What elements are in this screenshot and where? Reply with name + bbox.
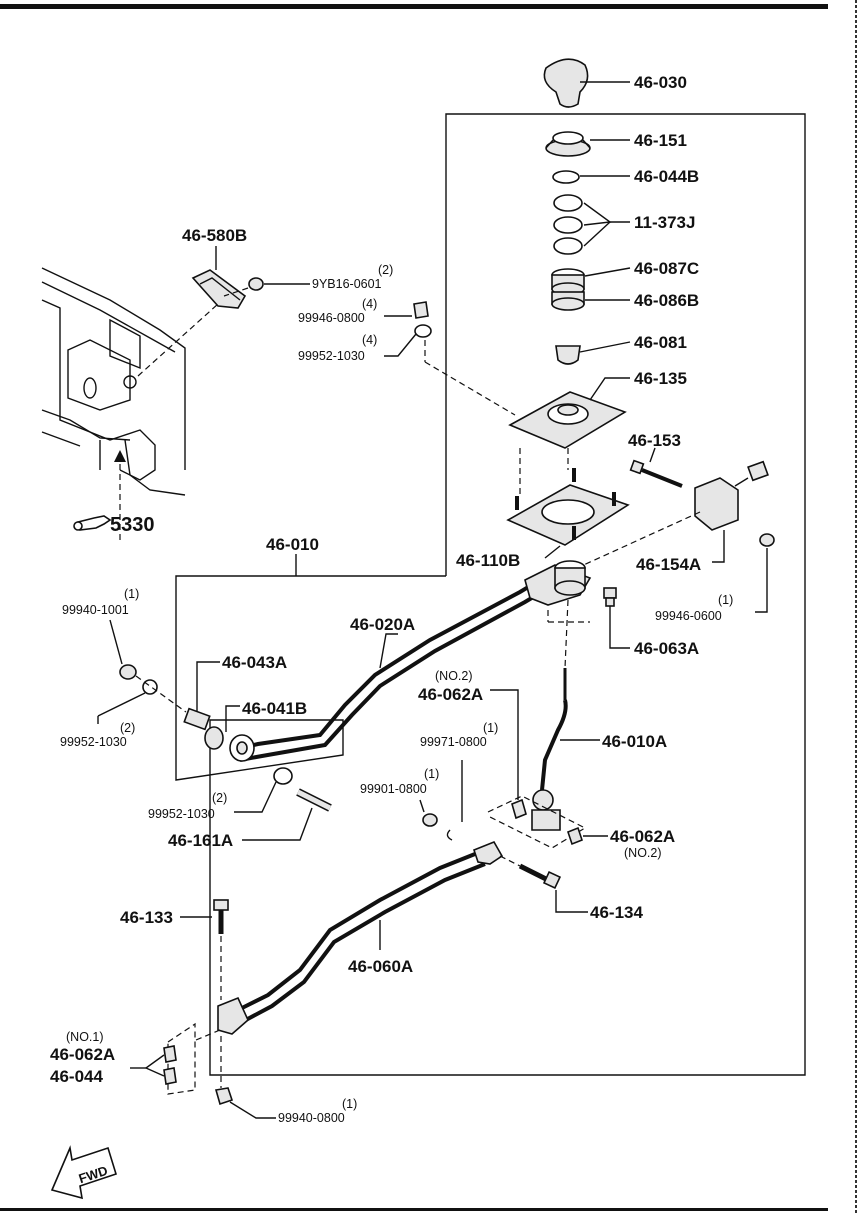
- bush-46-062a-no2-right: [567, 826, 583, 846]
- label-46-063a: 46-063A: [634, 639, 699, 658]
- label-46-010: 46-010: [266, 535, 319, 554]
- ref-5330: 5330: [110, 514, 155, 536]
- label-99971-0800: 99971-0800: [420, 735, 487, 749]
- label-9yb16-0601: 9YB16-0601: [312, 277, 382, 291]
- label-46-134: 46-134: [590, 903, 643, 922]
- label-46-044b: 46-044B: [634, 167, 699, 186]
- assembly-boundary-46-010: [175, 113, 806, 1076]
- nut-99901-0800: [422, 813, 438, 827]
- top-border-bar: [0, 4, 828, 9]
- no2-right: (NO.2): [624, 846, 662, 860]
- bracket-46-154a: [694, 460, 769, 531]
- qty-99952-1030-left: (2): [120, 721, 135, 735]
- lever-46-020a: [239, 560, 592, 762]
- boot-46-151: [545, 131, 591, 157]
- label-11-373j: 11-373J: [634, 213, 695, 232]
- label-46-062a-no2-right: 46-062A: [610, 827, 675, 846]
- bush-46-062a-no2-top: [511, 798, 527, 820]
- label-46-062a-no1: 46-062A: [50, 1045, 115, 1064]
- label-46-110b: 46-110B: [456, 551, 520, 570]
- label-99952-1030-mid: 99952-1030: [148, 807, 215, 821]
- no1: (NO.1): [66, 1030, 104, 1044]
- label-99946-0800: 99946-0800: [298, 311, 365, 325]
- qty-99946-0800: (4): [362, 297, 377, 311]
- arrow-up: [114, 450, 126, 462]
- shift-knob: [543, 58, 589, 108]
- o-rings-11-373j: [553, 194, 583, 255]
- bolt-46-153: [629, 459, 683, 488]
- stud-46-161a: [296, 788, 332, 812]
- bottom-border-bar: [0, 1208, 828, 1211]
- body-structure: [41, 267, 186, 496]
- label-46-020a: 46-020A: [350, 615, 415, 634]
- nut-99940-0800: [214, 1087, 234, 1106]
- label-46-087c: 46-087C: [634, 259, 699, 278]
- label-46-060a: 46-060A: [348, 957, 413, 976]
- collar-46-043a: [183, 707, 211, 731]
- bush-46-062a-no1: [163, 1045, 177, 1063]
- bushing-46-086b: [551, 291, 585, 311]
- clip-99971-0800: [446, 829, 453, 841]
- label-46-081: 46-081: [634, 333, 687, 352]
- label-46-151: 46-151: [634, 131, 687, 150]
- bush-46-044: [163, 1067, 177, 1085]
- bolt-46-063a: [603, 587, 617, 607]
- qty-99940-0800: (1): [342, 1097, 357, 1111]
- qty-99901-0800: (1): [424, 767, 439, 781]
- label-46-041b: 46-041B: [242, 699, 307, 718]
- label-99940-1001: 99940-1001: [62, 603, 129, 617]
- qty-99940-1001: (1): [124, 587, 139, 601]
- snap-ring-46-044b: [552, 170, 580, 184]
- qty-9yb16-0601: (2): [378, 263, 393, 277]
- lower-plate-46-110b: [506, 468, 630, 546]
- label-46-133: 46-133: [120, 908, 173, 927]
- label-46-154a: 46-154A: [636, 555, 701, 574]
- bushing-46-087c: [551, 268, 585, 296]
- label-46-153: 46-153: [628, 431, 681, 450]
- bolt-9yb16-0601: [248, 277, 264, 291]
- no2-top: (NO.2): [435, 669, 473, 683]
- washer-99952-1030-top: [414, 324, 432, 338]
- bolt-46-134: [518, 863, 562, 890]
- bolt-46-133: [213, 899, 229, 934]
- nut-99946-0600: [759, 533, 775, 547]
- label-46-030: 46-030: [634, 73, 687, 92]
- extension-rod-46-060a: [217, 840, 504, 1035]
- qty-99952-1030-top: (4): [362, 333, 377, 347]
- qty-99971-0800: (1): [483, 721, 498, 735]
- label-99952-1030-left: 99952-1030: [60, 735, 127, 749]
- label-46-043a: 46-043A: [222, 653, 287, 672]
- label-99940-0800: 99940-0800: [278, 1111, 345, 1125]
- shift-rod-46-010a: [531, 668, 568, 831]
- label-99946-0600: 99946-0600: [655, 609, 722, 623]
- qty-99952-1030-mid: (2): [212, 791, 227, 805]
- nut-99940-1001: [119, 664, 137, 680]
- label-46-010a: 46-010A: [602, 732, 667, 751]
- forward-arrow-icon: FWD: [50, 1145, 117, 1200]
- bush-46-081: [555, 345, 581, 365]
- washer-99952-1030-mid: [273, 767, 293, 785]
- label-99901-0800: 99901-0800: [360, 782, 427, 796]
- upper-plate-46-135: [508, 391, 627, 449]
- qty-99946-0600: (1): [718, 593, 733, 607]
- label-46-161a: 46-161A: [168, 831, 233, 850]
- bracket-46-580b: [191, 269, 247, 309]
- label-46-044: 46-044: [50, 1067, 103, 1086]
- label-46-580b: 46-580B: [182, 226, 247, 245]
- label-99952-1030-top: 99952-1030: [298, 349, 365, 363]
- label-46-086b: 46-086B: [634, 291, 699, 310]
- bush-46-041b: [204, 726, 255, 762]
- hand-pointer-icon: [73, 515, 112, 531]
- nut-99946-0800: [413, 301, 429, 319]
- label-46-135: 46-135: [634, 369, 687, 388]
- label-46-062a-no2-top: 46-062A: [418, 685, 483, 704]
